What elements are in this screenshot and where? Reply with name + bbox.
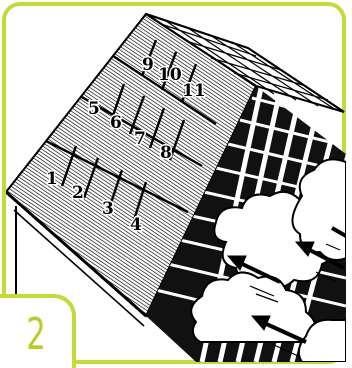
shingle-number-4: 4 bbox=[130, 215, 142, 235]
shingle-number-10: 10 bbox=[158, 65, 182, 85]
step-number: 2 bbox=[26, 313, 46, 357]
shingle-number-5: 5 bbox=[88, 99, 100, 119]
shingle-number-8: 8 bbox=[160, 143, 172, 163]
shingle-number-2: 2 bbox=[72, 183, 84, 203]
shingle-number-11: 11 bbox=[182, 81, 206, 101]
shingle-number-6: 6 bbox=[110, 113, 122, 133]
step-badge: 2 bbox=[0, 294, 76, 368]
shingle-number-3: 3 bbox=[102, 199, 114, 219]
shingle-number-9: 9 bbox=[142, 55, 154, 75]
shingle-number-7: 7 bbox=[134, 129, 146, 149]
shingle-number-1: 1 bbox=[46, 169, 58, 189]
